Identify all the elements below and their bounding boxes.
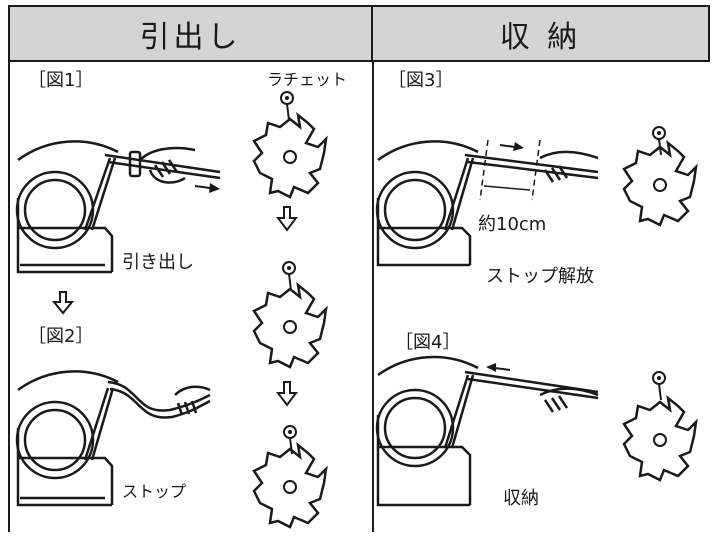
distance-label: 約10cm (478, 214, 547, 235)
figure-2-label: ［図2］ (28, 326, 94, 347)
figure-4-label: ［図4］ (395, 332, 461, 353)
store-action-label: 収納 (503, 488, 539, 509)
stop-label: ストップ (122, 482, 187, 501)
figure-1-label: ［図1］ (28, 70, 94, 91)
header-storage: 収 納 (371, 5, 710, 62)
pull-out-action-label: 引き出し (122, 252, 194, 273)
left-border (8, 60, 10, 532)
diagram-frame: 引出し 収 納 (8, 5, 710, 532)
header-pull-out: 引出し (8, 5, 373, 62)
stop-release-label: ストップ解放 (486, 266, 594, 287)
column-divider (372, 60, 374, 532)
ratchet-label: ラチェット (267, 70, 348, 89)
figure-3-label: ［図3］ (388, 70, 454, 91)
